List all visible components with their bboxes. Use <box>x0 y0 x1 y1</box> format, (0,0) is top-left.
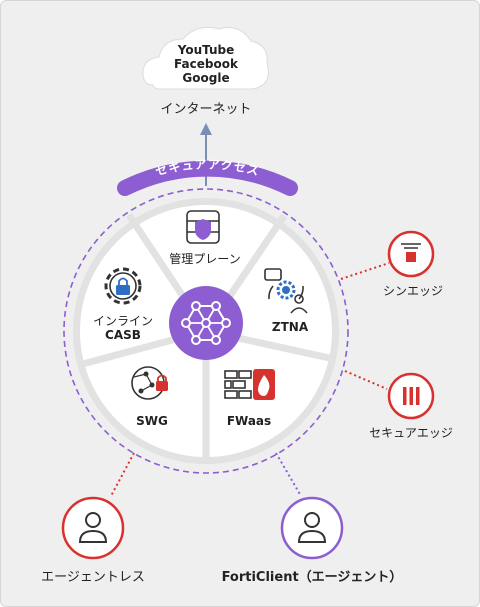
hub-network-icon <box>169 286 243 360</box>
fwaas-label: FWaas <box>227 414 271 428</box>
firewall-icon <box>224 369 275 400</box>
ztna-gear-user-icon <box>264 268 308 314</box>
management-plane-label: 管理プレーン <box>169 251 240 266</box>
secure-edge-node <box>387 372 435 420</box>
agentless-client-node <box>61 496 125 560</box>
thin-edge-node <box>387 230 435 278</box>
internet-label: インターネット <box>160 102 251 117</box>
internet-cloud: YouTube Facebook Google <box>142 26 269 90</box>
thin-edge-device-icon <box>401 243 421 262</box>
thin-edge-connector <box>340 262 390 280</box>
agentless-connector <box>110 452 135 497</box>
inline-casb-label-line2: CASB <box>105 328 141 342</box>
forticlient-label: FortiClient（エージェント） <box>222 569 403 585</box>
database-shield-icon <box>186 210 220 244</box>
swg-globe-lock-icon <box>131 366 168 400</box>
swg-label: SWG <box>136 414 168 428</box>
forticlient-connector <box>275 452 302 497</box>
casb-gear-lock-icon <box>104 267 142 305</box>
cloud-line-youtube: YouTube <box>177 43 235 57</box>
secure-access-ring <box>63 188 349 474</box>
cloud-line-google: Google <box>182 71 229 85</box>
secure-access-banner <box>117 160 298 196</box>
inline-casb-label-line1: インライン <box>93 314 153 328</box>
thin-edge-label: シンエッジ <box>383 284 443 298</box>
cloud-line-facebook: Facebook <box>174 57 239 71</box>
agentless-label: エージェントレス <box>41 570 145 585</box>
secure-edge-device-icon <box>403 387 420 405</box>
secure-access-label: セキュアアクセス <box>154 157 261 178</box>
user-icon <box>78 512 108 543</box>
secure-edge-connector <box>344 370 388 390</box>
forticlient-node <box>280 496 344 560</box>
user-icon <box>297 512 327 543</box>
secure-edge-label: セキュアエッジ <box>369 426 453 440</box>
up-arrow-icon <box>200 123 212 186</box>
ztna-label: ZTNA <box>272 320 309 334</box>
